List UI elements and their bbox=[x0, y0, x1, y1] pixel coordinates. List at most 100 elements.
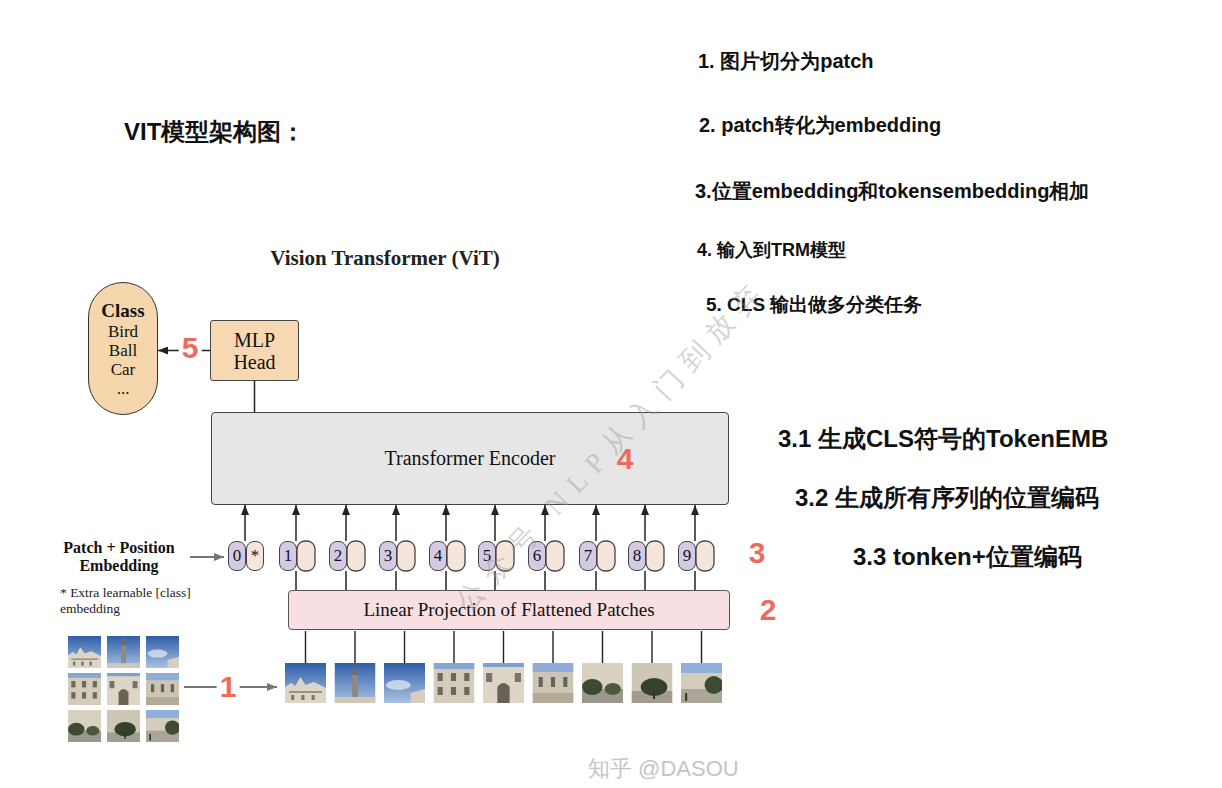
connector-arrow bbox=[295, 571, 297, 590]
image-patch bbox=[68, 710, 101, 742]
callout-number: 1 bbox=[217, 672, 240, 702]
callout-number: 2 bbox=[760, 595, 777, 625]
mlp-head-box: MLP Head bbox=[210, 320, 299, 381]
step-text: 2. patch转化为embedding bbox=[699, 112, 941, 139]
image-patch bbox=[68, 636, 101, 668]
connector-arrow bbox=[694, 571, 696, 590]
node-text: Bird bbox=[108, 322, 138, 341]
image-patch bbox=[107, 636, 140, 668]
node-text: Class bbox=[101, 300, 144, 322]
patch-embedding-box bbox=[646, 541, 664, 571]
image-patch bbox=[434, 663, 475, 703]
connector-arrow bbox=[544, 571, 546, 590]
image-patch bbox=[533, 663, 574, 703]
connector-arrow bbox=[254, 381, 256, 412]
connector-arrow bbox=[345, 505, 347, 541]
connector-arrow bbox=[295, 505, 297, 541]
node-text: 7 bbox=[584, 546, 593, 566]
callout-number: 3 bbox=[749, 538, 766, 568]
image-patch bbox=[146, 673, 179, 705]
substep-text: 3.2 生成所有序列的位置编码 bbox=[795, 482, 1099, 514]
node-text: 4 bbox=[434, 546, 443, 566]
connector-arrow bbox=[345, 571, 347, 590]
image-patch bbox=[681, 663, 723, 703]
patch-embedding-box bbox=[347, 541, 365, 571]
watermark: 知乎 @DASOU bbox=[588, 754, 739, 784]
node-text: Linear Projection of Flattened Patches bbox=[363, 599, 654, 621]
image-patch bbox=[107, 710, 140, 742]
patch-line bbox=[453, 631, 454, 663]
patch-embedding-box bbox=[546, 541, 564, 571]
node-text: 1 bbox=[284, 546, 293, 566]
connector-arrow bbox=[595, 505, 597, 541]
step-text: 4. 输入到TRM模型 bbox=[697, 238, 846, 262]
diagram-title: VIT模型架构图： bbox=[124, 116, 305, 148]
node-text: * bbox=[251, 546, 260, 566]
position-embedding-token: 7 bbox=[579, 541, 597, 571]
patch-embedding-box bbox=[297, 541, 315, 571]
connector-arrow bbox=[694, 505, 696, 541]
patch-line bbox=[305, 631, 306, 663]
node-text: Ball bbox=[109, 341, 137, 360]
pointer-arrow bbox=[190, 556, 224, 558]
connector-arrow bbox=[445, 571, 447, 590]
connector-arrow bbox=[644, 571, 646, 590]
image-patch bbox=[384, 663, 425, 703]
substep-text: 3.1 生成CLS符号的TokenEMB bbox=[778, 423, 1108, 455]
position-embedding-token: 1 bbox=[279, 541, 297, 571]
position-embedding-token: 0 bbox=[228, 541, 246, 571]
position-embedding-token: 8 bbox=[628, 541, 646, 571]
position-embedding-token: 4 bbox=[429, 541, 447, 571]
image-patch bbox=[632, 663, 673, 703]
image-patch bbox=[68, 673, 101, 705]
footnote-text: * Extra learnable [class] embedding bbox=[60, 585, 200, 617]
patch-embedding-box bbox=[696, 541, 714, 571]
patch-embedding-box bbox=[597, 541, 615, 571]
patch-line bbox=[602, 631, 603, 663]
step-text: 3.位置embedding和tokensembedding相加 bbox=[695, 178, 1089, 205]
class-token-box: * bbox=[246, 541, 264, 571]
position-embedding-token: 9 bbox=[678, 541, 696, 571]
node-text: MLP Head bbox=[219, 329, 290, 373]
patch-line bbox=[552, 631, 553, 663]
patch-input-lines bbox=[306, 631, 702, 663]
node-text: 9 bbox=[683, 546, 692, 566]
image-patch bbox=[582, 663, 623, 703]
node-text: 3 bbox=[384, 546, 393, 566]
position-embedding-token: 2 bbox=[329, 541, 347, 571]
patch-line bbox=[404, 631, 405, 663]
patch-line bbox=[354, 631, 355, 663]
connector-arrow bbox=[395, 571, 397, 590]
patch-line bbox=[503, 631, 504, 663]
connector-arrow bbox=[244, 505, 246, 541]
patch-line bbox=[701, 631, 702, 663]
position-embedding-token: 3 bbox=[379, 541, 397, 571]
patch-embedding-box bbox=[397, 541, 415, 571]
patch-line bbox=[651, 631, 652, 663]
step-text: 1. 图片切分为patch bbox=[698, 48, 874, 75]
node-text: 8 bbox=[633, 546, 642, 566]
callout-number: 5 bbox=[179, 333, 202, 363]
patch-embedding-box bbox=[447, 541, 465, 571]
node-text: Car bbox=[111, 360, 136, 379]
embedding-caption: Patch + Position Embedding bbox=[52, 539, 186, 575]
node-text: ... bbox=[117, 379, 130, 398]
connector-arrow bbox=[395, 505, 397, 541]
connector-arrow bbox=[595, 571, 597, 590]
node-text: 0 bbox=[233, 546, 242, 566]
node-text: 2 bbox=[334, 546, 343, 566]
connector-arrow bbox=[445, 505, 447, 541]
image-patch bbox=[285, 663, 326, 703]
substep-text: 3.3 tonken+位置编码 bbox=[853, 541, 1082, 573]
image-patch bbox=[146, 636, 179, 668]
connector-arrow bbox=[644, 505, 646, 541]
image-patch bbox=[107, 673, 140, 705]
class-output-box: ClassBirdBallCar... bbox=[88, 282, 158, 415]
image-patch bbox=[335, 663, 376, 703]
figure-title: Vision Transformer (ViT) bbox=[270, 246, 499, 271]
connector-arrow bbox=[494, 505, 496, 541]
node-text: Transformer Encoder bbox=[385, 447, 556, 470]
linear-projection-box: Linear Projection of Flattened Patches bbox=[288, 590, 730, 630]
image-patch bbox=[483, 663, 524, 703]
image-patch bbox=[146, 710, 180, 742]
